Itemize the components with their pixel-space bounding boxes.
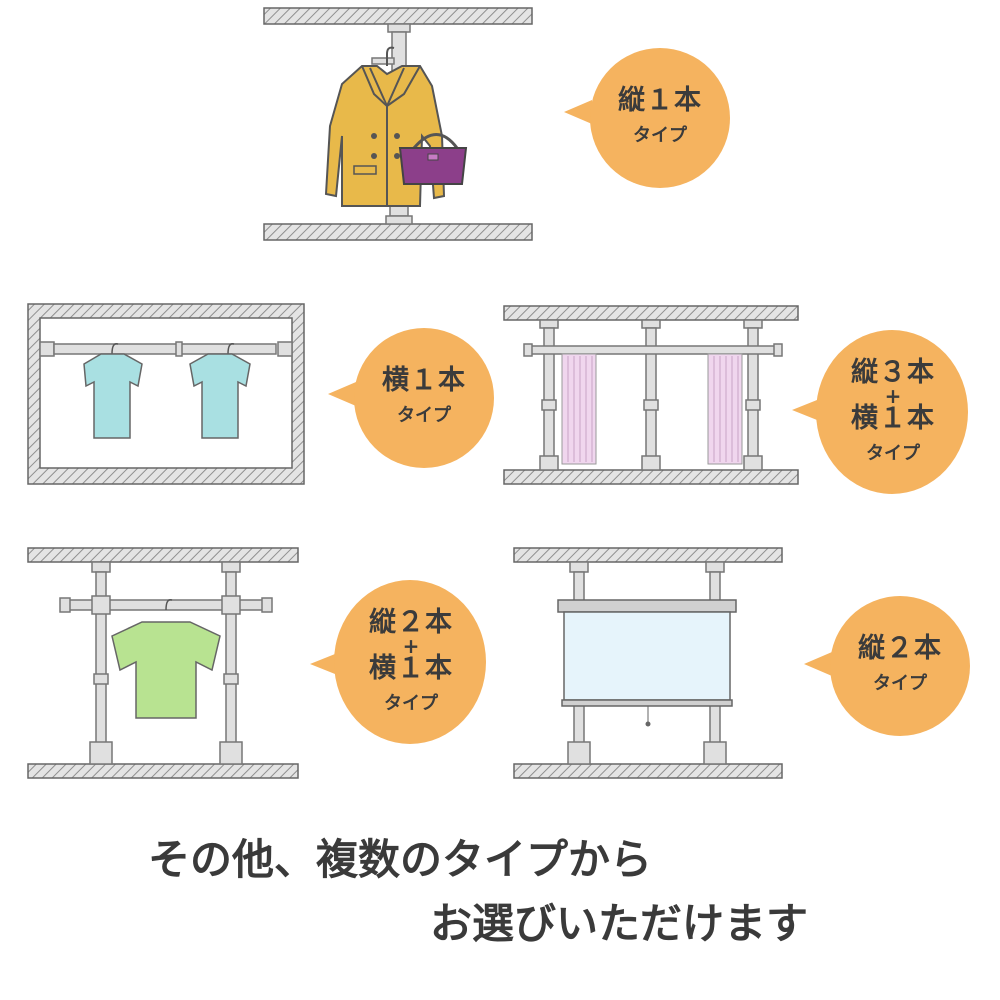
bubble-type-3: 縦３本 + 横１本 タイプ <box>790 328 968 496</box>
panel-three-vertical-one-horizontal <box>502 304 800 486</box>
bubble-plus: + <box>884 384 902 408</box>
panel-two-vertical-one-horizontal <box>26 546 300 782</box>
tshirt-blue-right <box>189 342 251 439</box>
floor-slab <box>263 223 533 241</box>
bubble-line-1: 縦１本 <box>618 85 702 116</box>
poles <box>523 319 783 471</box>
bubble-line-1: 縦２本 <box>858 633 942 664</box>
horizontal-bar <box>39 341 293 357</box>
bubble-line-1: 横１本 <box>382 365 466 396</box>
panel-two-vertical-screen <box>512 546 784 782</box>
bubble-type-1: 縦１本 タイプ <box>562 42 730 192</box>
tshirt-blue-left <box>83 342 143 439</box>
curtain-left <box>561 353 597 465</box>
bubble-line-1: 縦２本 <box>369 607 453 638</box>
bubble-plus: + <box>402 634 420 658</box>
bubble-line-1: 縦３本 <box>851 357 935 388</box>
panel-horizontal-one <box>26 302 308 488</box>
caption-line-2: お選びいただけます <box>430 899 809 948</box>
ceiling-slab <box>263 7 533 25</box>
bubble-type-4: 縦２本 + 横１本 タイプ <box>308 578 486 746</box>
panel-vertical-one <box>262 6 534 242</box>
bubble-line-2: 横１本 <box>369 653 453 684</box>
bubble-line-3: タイプ <box>866 443 920 464</box>
roller-screen <box>557 599 737 727</box>
bubble-line-2: タイプ <box>633 125 687 146</box>
bubble-line-2: 横１本 <box>851 403 935 434</box>
curtain-right <box>707 353 743 465</box>
bubble-line-2: タイプ <box>397 405 451 426</box>
bubble-type-5: 縦２本 タイプ <box>802 590 970 740</box>
bubble-type-2: 横１本 タイプ <box>326 322 494 472</box>
bubble-line-2: タイプ <box>873 673 927 694</box>
caption-line-1: その他、複数のタイプから <box>148 835 653 884</box>
tshirt-green <box>111 598 221 719</box>
handbag-image <box>398 133 468 185</box>
bubble-line-3: タイプ <box>384 693 438 714</box>
